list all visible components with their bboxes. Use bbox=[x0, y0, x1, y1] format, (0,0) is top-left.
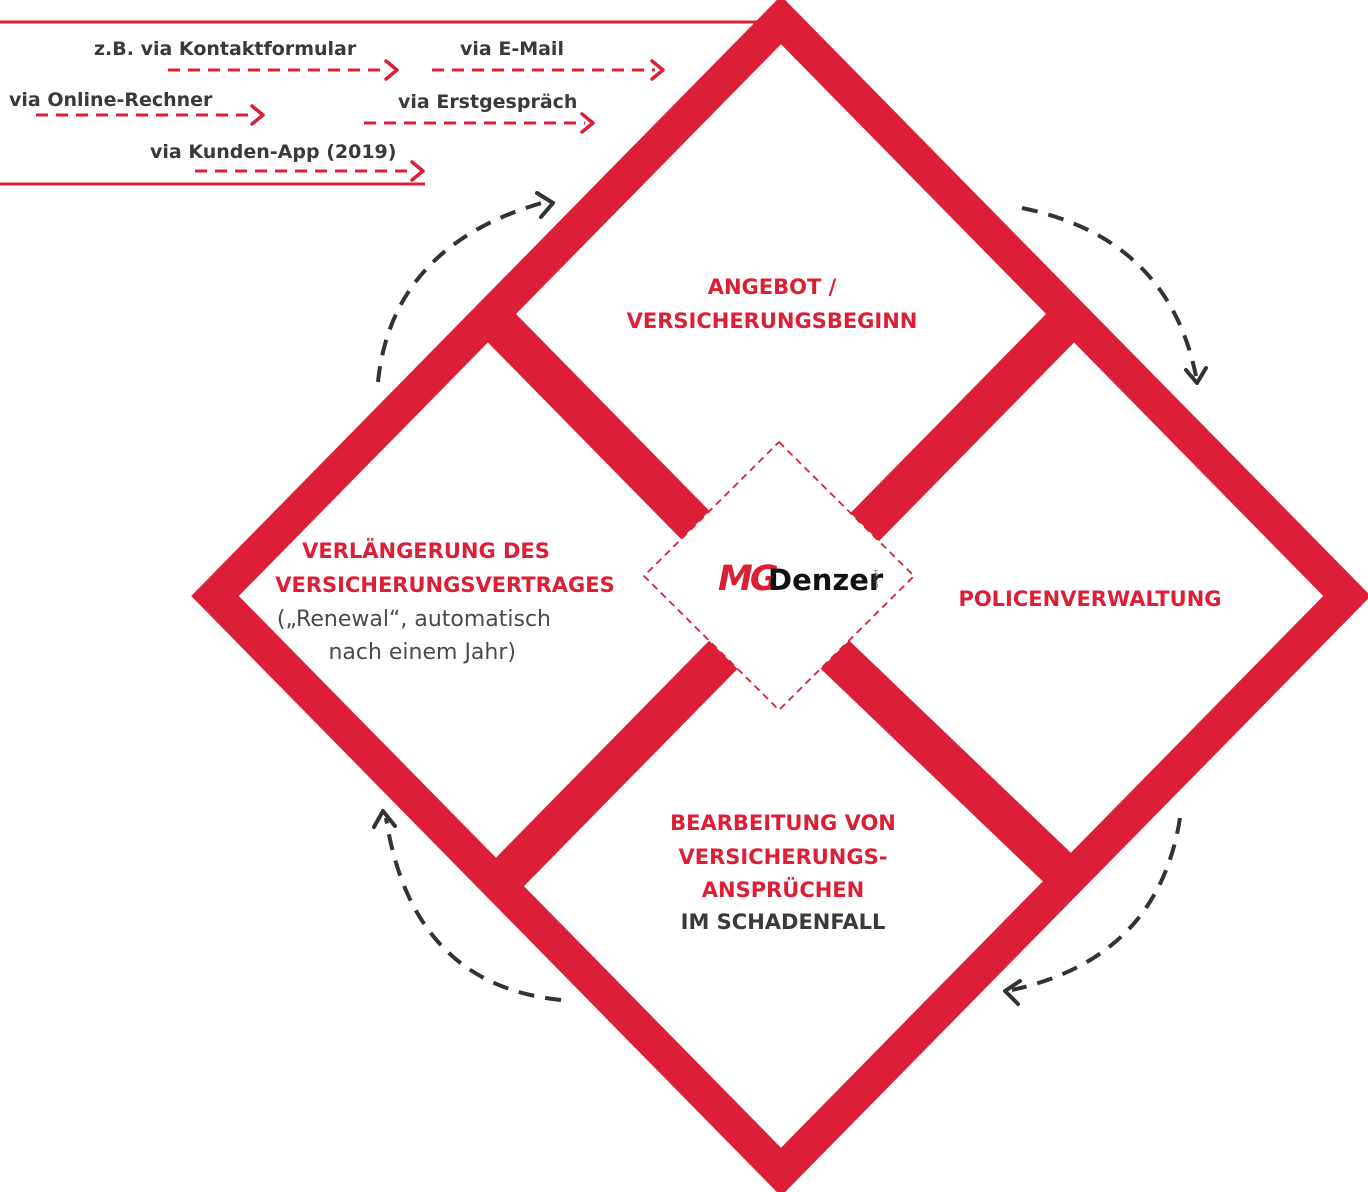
channel-online-rechner-label: via Online-Rechner bbox=[9, 89, 213, 111]
channel-kontaktformular-arrowhead-icon bbox=[384, 59, 399, 81]
cycle-arrowhead-left-to-top-icon bbox=[535, 191, 555, 219]
divider-lower-right bbox=[814, 633, 1076, 887]
quadrant-left-note-line1: („Renewal“, automatisch bbox=[277, 607, 551, 632]
cycle-arrow-top-to-right-path bbox=[1021, 206, 1198, 377]
intake-channels: z.B. via Kontaktformular via E-Mail via … bbox=[0, 20, 790, 186]
logo-name: Denzer bbox=[768, 563, 884, 597]
logo-mark: MG bbox=[718, 559, 778, 599]
center-dashed-diamond bbox=[642, 440, 916, 712]
quadrant-top-title-line1: ANGEBOT / bbox=[708, 275, 837, 299]
cycle-arrowhead-right-to-bottom-icon bbox=[1003, 979, 1022, 1006]
channel-erstgespraech-arrowhead-icon bbox=[580, 112, 595, 134]
outer-diamond-frame bbox=[191, 0, 1368, 1192]
quadrant-right-title: POLICENVERWALTUNG bbox=[958, 587, 1221, 611]
quadrant-bottom-title-line4: IM SCHADENFALL bbox=[681, 910, 886, 934]
channel-email-arrowhead-icon bbox=[650, 59, 665, 81]
quadrant-dividers bbox=[471, 297, 1091, 895]
quadrant-bottom-title-line1: BEARBEITUNG VON bbox=[670, 811, 896, 835]
channel-kunden-app-arrowhead-icon bbox=[410, 160, 425, 182]
quadrant-bottom-title-line3: ANSPRÜCHEN bbox=[702, 877, 864, 902]
quadrant-bottom-title-line2: VERSICHERUNGS- bbox=[679, 845, 888, 869]
channel-online-rechner-arrowhead-icon bbox=[250, 104, 265, 126]
quadrant-left-title-line1: VERLÄNGERUNG DES bbox=[302, 538, 550, 563]
cycle-arrow-bottom-to-left-path bbox=[384, 817, 562, 1002]
channel-erstgespraech-label: via Erstgespräch bbox=[398, 91, 577, 113]
quadrant-left-title-line2: VERSICHERUNGSVERTRAGES bbox=[275, 573, 614, 597]
cycle-arrowhead-bottom-to-left-icon bbox=[372, 809, 397, 829]
cycle-arrow-right-to-bottom-path bbox=[1011, 817, 1182, 992]
divider-upper-right bbox=[837, 297, 1091, 555]
channel-kunden-app-label: via Kunden-App (2019) bbox=[150, 141, 396, 163]
channel-email-label: via E-Mail bbox=[460, 38, 564, 60]
quadrant-left-note-line2: nach einem Jahr) bbox=[328, 640, 516, 665]
cycle-arrows bbox=[376, 200, 1198, 1002]
cycle-arrow-left-to-top-path bbox=[376, 200, 546, 383]
logo-suffix: GMBH bbox=[873, 570, 880, 588]
cycle-arrowhead-top-to-right-icon bbox=[1184, 366, 1208, 385]
channel-kontaktformular-label: z.B. via Kontaktformular bbox=[94, 38, 357, 60]
divider-upper-left bbox=[471, 297, 727, 557]
company-logo: MG Denzer GMBH bbox=[718, 559, 884, 599]
divider-lower-left bbox=[487, 633, 745, 895]
quadrant-top-title-line2: VERSICHERUNGSBEGINN bbox=[627, 309, 918, 333]
